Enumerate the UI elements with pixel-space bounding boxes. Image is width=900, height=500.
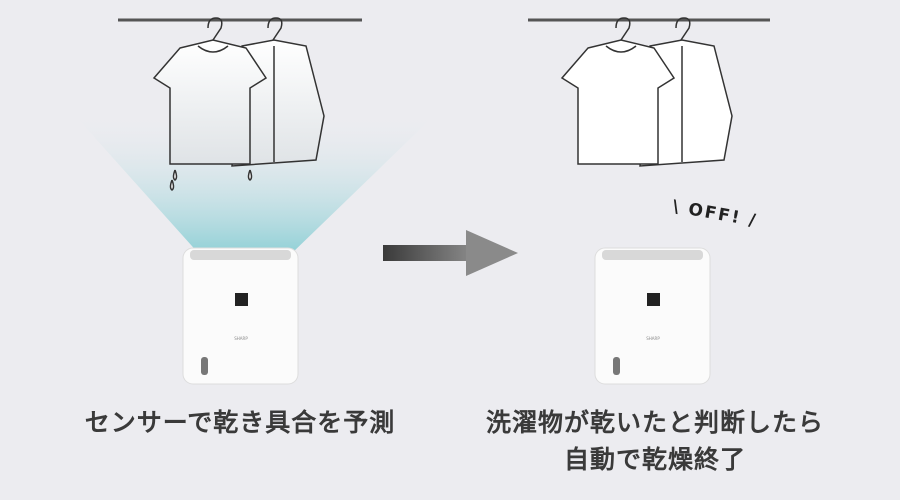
right-caption-line1: 洗濯物が乾いたと判断したら [485,408,824,437]
right-caption-line2: 自動で乾燥終了 [563,445,746,474]
brand-logo: SHARP [646,336,660,341]
dehumidifier-left: SHARP [182,247,299,385]
wet-shirt-icon [152,17,325,191]
sensor-beam [70,110,440,255]
right-arrow-icon [383,230,518,276]
brand-logo: SHARP [234,336,248,341]
dry-shirt-icon [560,17,733,167]
dehumidifier-right: SHARP [594,247,711,385]
left-caption: センサーで乾き具合を予測 [84,408,396,437]
